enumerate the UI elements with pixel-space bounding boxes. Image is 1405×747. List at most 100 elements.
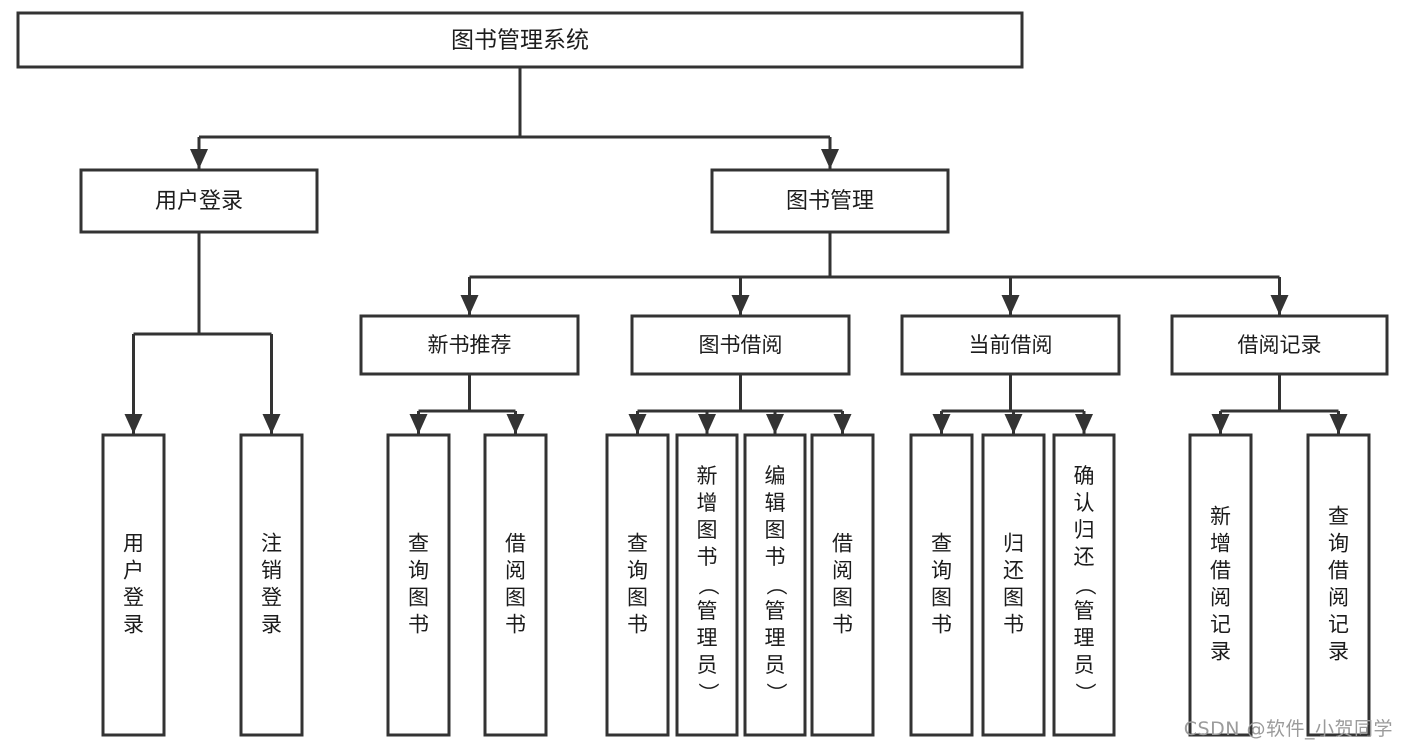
svg-text:员: 员	[765, 653, 786, 677]
svg-text:查: 查	[627, 532, 648, 556]
node-leaf-cur-return-rect	[981, 433, 1046, 737]
arrow-head-icon	[1211, 414, 1230, 434]
svg-text:图: 图	[505, 586, 526, 610]
arrow-head-icon	[1004, 414, 1023, 434]
node-leaf-borrow-add-rect	[675, 433, 739, 737]
svg-text:录: 录	[123, 613, 144, 637]
svg-text:图: 图	[627, 586, 648, 610]
node-book-borrow[interactable]: 图书借阅	[630, 314, 851, 376]
svg-text:阅: 阅	[1210, 586, 1231, 610]
svg-text:阅: 阅	[1328, 586, 1349, 610]
node-leaf-rec-query-rect	[386, 433, 451, 737]
node-root-system[interactable]: 图书管理系统	[16, 11, 1024, 69]
node-user-login[interactable]: 用户登录	[79, 168, 319, 234]
arrow-head-icon	[190, 149, 208, 169]
svg-text:图: 图	[408, 586, 429, 610]
node-book-borrow-label: 图书借阅	[699, 333, 783, 357]
svg-text:书: 书	[505, 613, 526, 637]
svg-text:还: 还	[1003, 559, 1024, 583]
svg-text:理: 理	[1074, 626, 1095, 650]
svg-text:户: 户	[123, 559, 144, 583]
svg-text:书: 书	[1003, 613, 1024, 637]
svg-text:查: 查	[1328, 505, 1349, 529]
svg-text:记: 记	[1328, 613, 1349, 637]
svg-text:还: 还	[1074, 545, 1095, 569]
node-current-borrow[interactable]: 当前借阅	[900, 314, 1121, 376]
svg-text:确: 确	[1074, 464, 1095, 488]
node-leaf-user-login[interactable]: 用户登录	[101, 433, 166, 737]
node-book-manage[interactable]: 图书管理	[710, 168, 950, 234]
svg-text:增: 增	[1210, 532, 1231, 556]
node-leaf-user-logout-rect	[239, 433, 304, 737]
arrow-head-icon	[262, 414, 281, 434]
svg-text:记: 记	[1210, 613, 1231, 637]
svg-text:询: 询	[408, 559, 429, 583]
svg-text:员: 员	[1074, 653, 1095, 677]
svg-text:（: （	[764, 575, 788, 596]
node-current-borrow-rect	[900, 314, 1121, 376]
svg-text:编: 编	[765, 464, 786, 488]
arrow-head-icon	[1270, 295, 1289, 315]
svg-text:书: 书	[765, 545, 786, 569]
node-user-login-label: 用户登录	[155, 189, 243, 214]
svg-text:图: 图	[697, 518, 718, 542]
node-new-book-rec-rect	[359, 314, 580, 376]
svg-text:借: 借	[1328, 559, 1349, 583]
node-leaf-borrow-edit-rect	[743, 433, 807, 737]
arrow-head-icon	[628, 414, 647, 434]
arrow-head-icon	[821, 149, 839, 169]
svg-text:销: 销	[261, 559, 282, 583]
arrow-head-icon	[506, 414, 525, 434]
arrow-head-icon	[1075, 414, 1093, 434]
node-leaf-rec-add-rect	[1188, 433, 1253, 737]
arrow-head-icon	[833, 414, 852, 434]
node-book-manage-label: 图书管理	[786, 189, 874, 214]
svg-text:阅: 阅	[505, 559, 526, 583]
watermark-text: CSDN @软件_小贺同学	[1183, 718, 1393, 740]
svg-text:管: 管	[765, 599, 786, 623]
svg-text:归: 归	[1003, 532, 1024, 556]
svg-text:借: 借	[505, 532, 526, 556]
svg-text:）: ）	[696, 683, 720, 704]
node-group: 图书管理系统用户登录图书管理新书推荐图书借阅当前借阅借阅记录用户登录注销登录查询…	[16, 11, 1389, 737]
svg-text:）: ）	[1073, 683, 1097, 704]
svg-text:借: 借	[832, 532, 853, 556]
node-leaf-borrow-query-rect	[605, 433, 670, 737]
svg-text:图: 图	[832, 586, 853, 610]
node-borrow-record[interactable]: 借阅记录	[1170, 314, 1389, 376]
svg-text:管: 管	[697, 599, 718, 623]
svg-text:新: 新	[697, 464, 718, 488]
svg-text:（: （	[696, 575, 720, 596]
svg-text:书: 书	[832, 613, 853, 637]
svg-text:注: 注	[261, 532, 282, 556]
node-new-book-rec[interactable]: 新书推荐	[359, 314, 580, 376]
svg-text:书: 书	[408, 613, 429, 637]
svg-text:书: 书	[931, 613, 952, 637]
svg-text:询: 询	[931, 559, 952, 583]
arrow-head-icon	[409, 414, 428, 434]
svg-text:图: 图	[1003, 586, 1024, 610]
svg-text:询: 询	[627, 559, 648, 583]
svg-text:图: 图	[931, 586, 952, 610]
node-current-borrow-label: 当前借阅	[969, 333, 1053, 357]
svg-text:登: 登	[261, 586, 282, 610]
